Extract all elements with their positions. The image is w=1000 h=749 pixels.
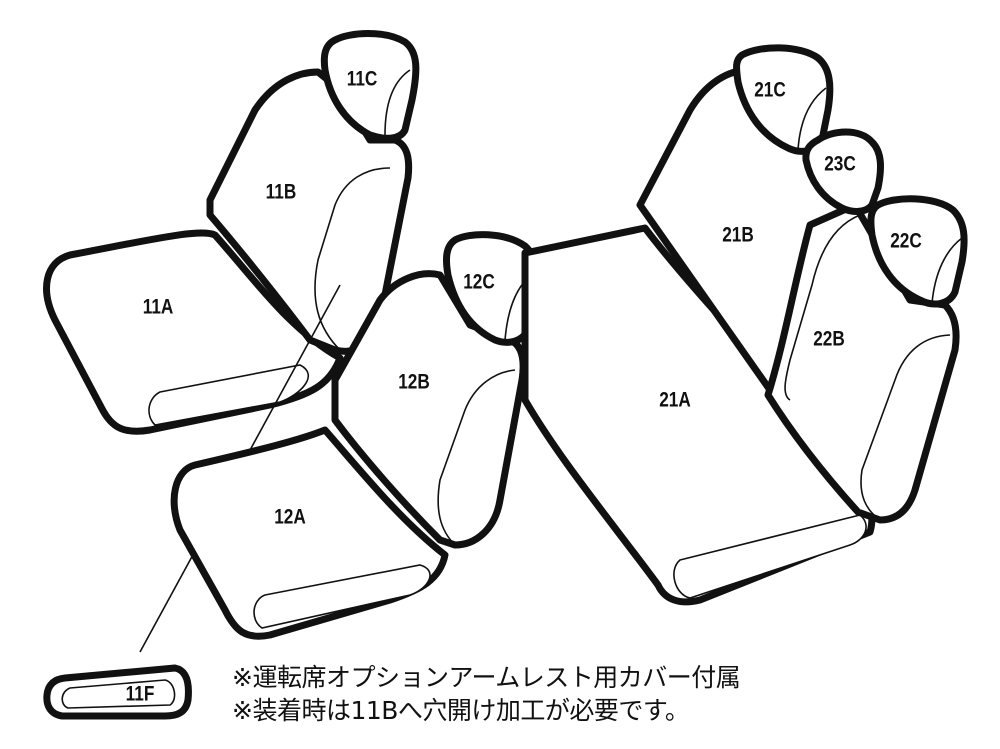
part-22b-backrest — [764, 201, 960, 524]
label-11a: 11A — [143, 296, 174, 319]
label-23c: 23C — [824, 153, 856, 176]
label-11f: 11F — [126, 683, 155, 706]
label-12b: 12B — [398, 371, 430, 394]
notes: ※運転席オプションアームレスト用カバー付属 ※装着時は11Bへ穴開け加工が必要で… — [232, 661, 741, 727]
rear-bench — [521, 44, 968, 606]
front-seat-1 — [43, 30, 420, 435]
front-seat-2 — [170, 231, 541, 640]
part-22b-divider-seam — [784, 214, 861, 401]
part-22c-seam — [931, 237, 963, 304]
label-21c: 21C — [754, 79, 786, 102]
part-11f-armrest-cover — [43, 664, 192, 720]
label-22b: 22B — [813, 328, 845, 351]
part-12b-side-seam — [437, 369, 516, 546]
part-22c-headrest — [867, 195, 968, 308]
part-21a-front-panel — [673, 514, 867, 599]
part-12c-headrest — [443, 231, 541, 346]
part-22b-side-seam — [860, 334, 951, 521]
part-21c-seam — [797, 87, 827, 151]
label-11c: 11C — [347, 68, 378, 91]
part-12a-front-panel — [253, 564, 431, 629]
label-22c: 22C — [890, 230, 922, 253]
note-hole-required: ※装着時は11Bへ穴開け加工が必要です。 — [232, 696, 690, 725]
part-11c-headrest — [320, 30, 420, 142]
label-21a: 21A — [659, 389, 691, 412]
part-23c-headrest — [802, 128, 884, 215]
part-12b-backrest — [331, 270, 527, 549]
label-12a: 12A — [274, 506, 306, 529]
note-armrest-cover: ※運転席オプションアームレスト用カバー付属 — [232, 663, 741, 692]
part-11c-seam — [384, 69, 411, 136]
part-11a-front-panel — [148, 364, 309, 426]
part-11b-side-seam — [314, 167, 391, 351]
label-21b: 21B — [722, 224, 754, 247]
label-12c: 12C — [463, 271, 495, 294]
label-11b: 11B — [266, 181, 297, 204]
